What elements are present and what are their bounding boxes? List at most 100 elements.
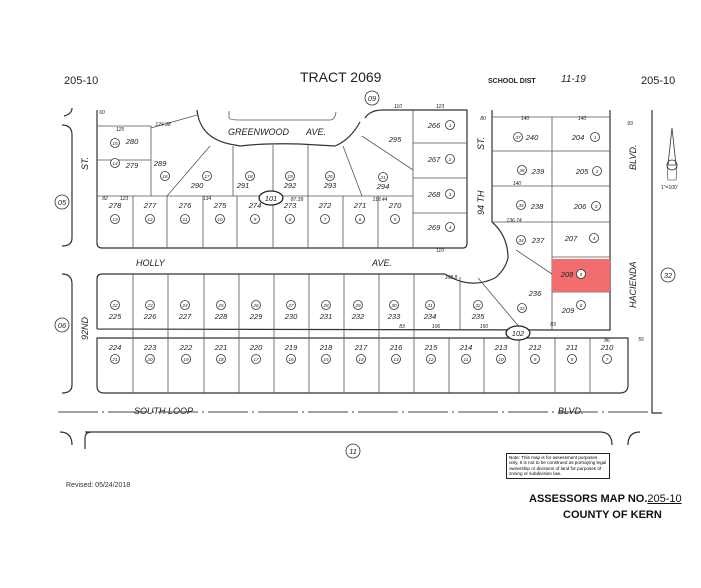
lot-number: 19 [285,171,295,181]
page-marker-09: 09 [364,90,380,106]
lot-number-label: 12 [428,357,434,363]
disclaimer-note: Note: This map is for assessment purpose… [506,453,610,479]
apn-label: 293 [323,181,337,190]
lot-number: 34 [516,235,526,245]
apn-label: 270 [388,201,402,210]
page-marker-06: 06 [54,317,70,333]
parcel-279[interactable]: 279 14 [110,158,140,171]
lot-number: 20 [325,171,335,181]
lot-number: 27 [286,300,296,310]
lot-number-label: 19 [183,357,189,363]
dimension-label: 83 [550,322,556,328]
lot-number: 10 [496,354,506,364]
st-label-left: ST. [80,157,90,170]
apn-label: 279 [125,161,139,170]
lot-number-label: 15 [112,141,118,147]
apn-label: 211 [565,343,578,352]
lot-number-label: 5 [394,217,397,223]
south-block-outline [59,431,641,449]
assessors-map-number: ASSESSORS MAP NO.205-10 [529,493,682,506]
hacienda-blvd-label: HACIENDA [628,261,638,308]
lot-number-label: 36 [519,168,525,174]
parcel-295[interactable]: 295 [388,135,402,144]
lot-number-label: 20 [326,174,333,180]
92nd-st-label: 92ND [80,316,90,340]
lot-number-label: 23 [146,303,153,309]
lot-number: 14 [110,158,120,168]
lot-number-label: 34 [518,238,524,244]
lot-number-label: 4 [449,225,452,231]
scale-label: 1"=100' [661,185,678,191]
lot-number-label: 13 [112,217,118,223]
parcel-239[interactable]: 239 36 [517,165,546,177]
dimension-label: 106 [432,324,441,330]
county-label: COUNTY OF KERN [563,509,662,521]
dimension-label: 136.74 [506,218,522,224]
apn-label: 239 [531,167,545,176]
lot-number-label: 9 [534,357,537,363]
apn-label: 223 [143,343,157,352]
lot-number: 15 [110,138,120,148]
parcel-270[interactable]: 270 5 [388,201,402,224]
apn-label: 292 [283,181,297,190]
lot-number-label: 11 [464,357,469,363]
dimension-label: 123 [120,196,129,202]
